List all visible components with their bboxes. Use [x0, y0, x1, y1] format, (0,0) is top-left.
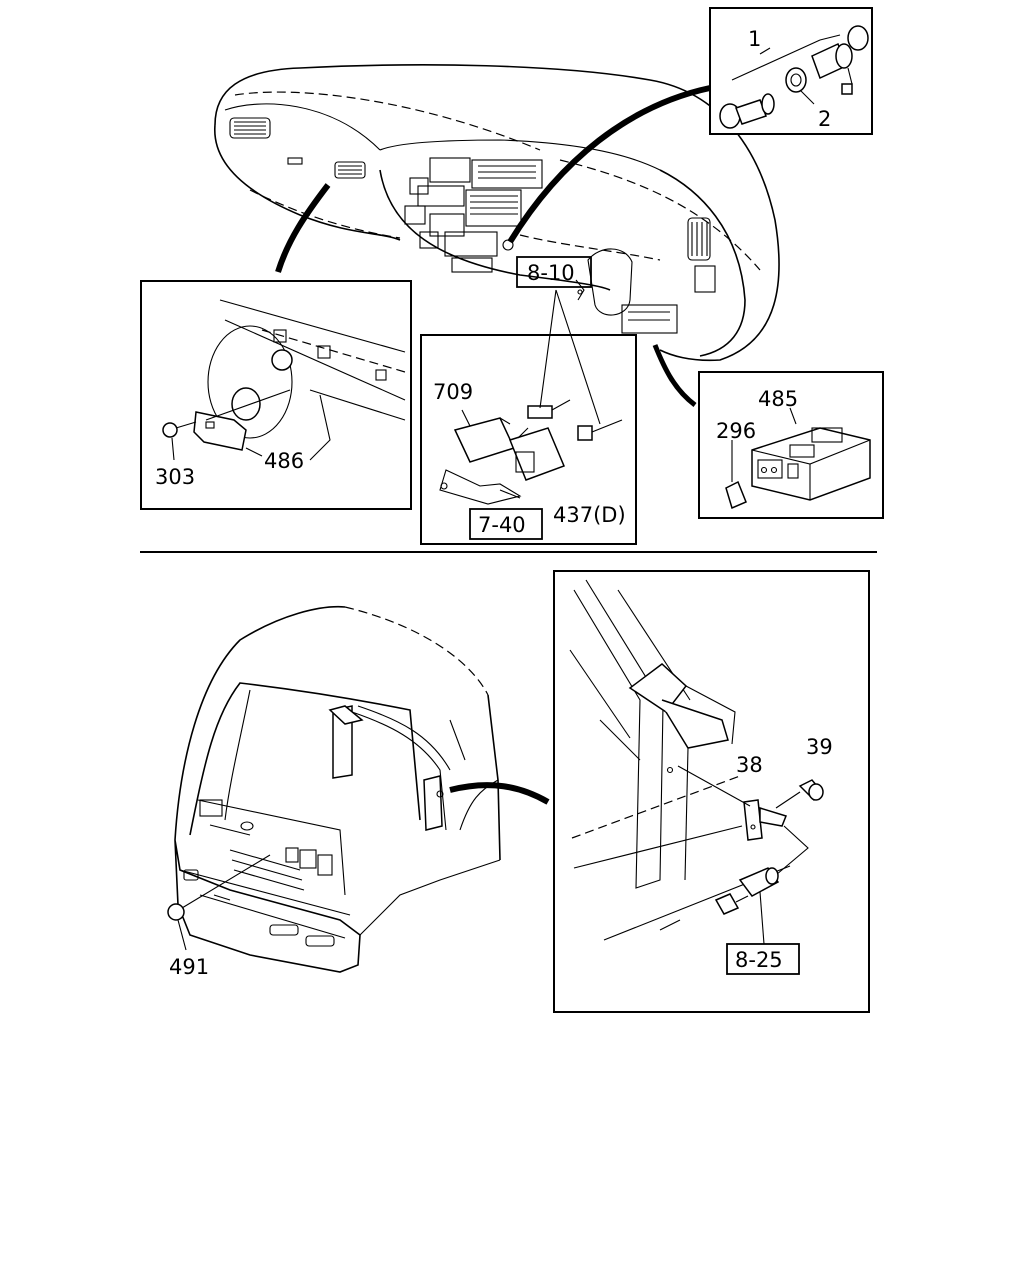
callout-303: 303 — [155, 465, 195, 489]
callout-491: 491 — [169, 955, 209, 979]
callout-2: 2 — [818, 107, 831, 131]
callout-39: 39 — [806, 735, 833, 759]
pointer-arrow — [449, 782, 550, 805]
callout-296: 296 — [716, 419, 756, 443]
callout-709: 709 — [433, 380, 473, 404]
inset-38 — [553, 570, 870, 1013]
inset-lighter — [709, 7, 873, 135]
ref-7-40: 7-40 — [478, 513, 526, 537]
callout-38: 38 — [736, 753, 763, 777]
pointer-arrow — [275, 183, 331, 273]
inset-486 — [140, 280, 412, 510]
ref-8-10: 8-10 — [527, 261, 575, 285]
pointer-arrow — [652, 344, 697, 407]
callout-485: 485 — [758, 387, 798, 411]
ref-box-8-10 — [516, 256, 592, 288]
inset-709 — [420, 289, 637, 545]
ref-box-7-40 — [469, 508, 543, 540]
callout-486: 486 — [264, 449, 304, 473]
inset-485 — [698, 371, 884, 519]
ref-box-8-25 — [726, 943, 800, 975]
callout-437: 437(D) — [553, 503, 626, 527]
ref-8-25: 8-25 — [735, 948, 783, 972]
truck-cab-drawing — [167, 605, 501, 973]
pointer-arrow — [507, 85, 711, 244]
callout-1: 1 — [748, 27, 761, 51]
